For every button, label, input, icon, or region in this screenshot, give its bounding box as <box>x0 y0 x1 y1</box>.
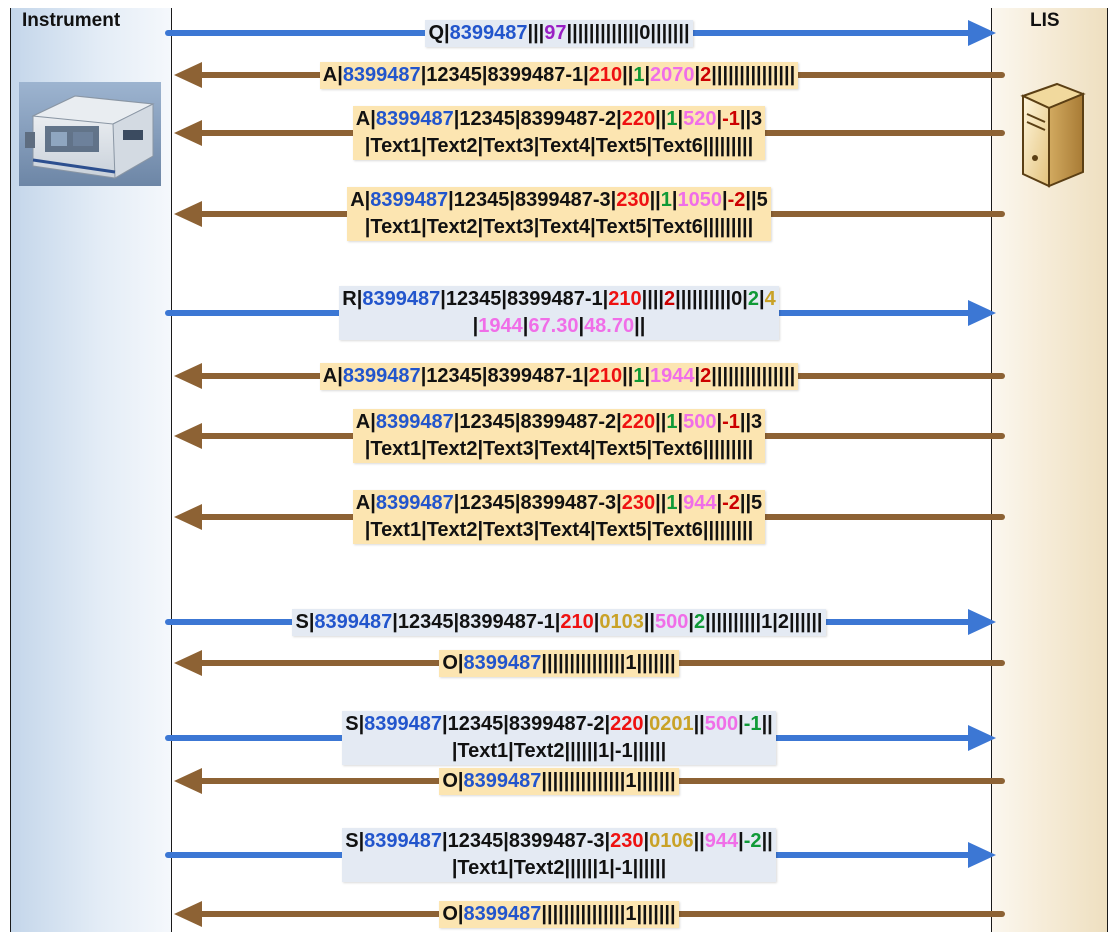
message-arrow-head <box>968 725 996 751</box>
message-arrow-head <box>968 300 996 326</box>
message-arrow-head <box>968 20 996 46</box>
message-arrow-head <box>174 901 202 927</box>
analyzer-instrument-icon <box>19 82 161 186</box>
message-arrow-head <box>174 363 202 389</box>
message-arrow-head <box>174 201 202 227</box>
lis-lane-title: LIS <box>1030 10 1060 31</box>
message-arrow-head <box>174 120 202 146</box>
message-arrow-head <box>174 62 202 88</box>
message-arrow-head <box>968 842 996 868</box>
instrument-lane-title: Instrument <box>22 10 121 31</box>
message-arrow-head <box>174 423 202 449</box>
lis-server-icon <box>1020 82 1086 188</box>
message-arrow-head <box>174 650 202 676</box>
message-arrow-head <box>174 504 202 530</box>
message-arrow-head <box>174 768 202 794</box>
message-arrow-head <box>968 609 996 635</box>
